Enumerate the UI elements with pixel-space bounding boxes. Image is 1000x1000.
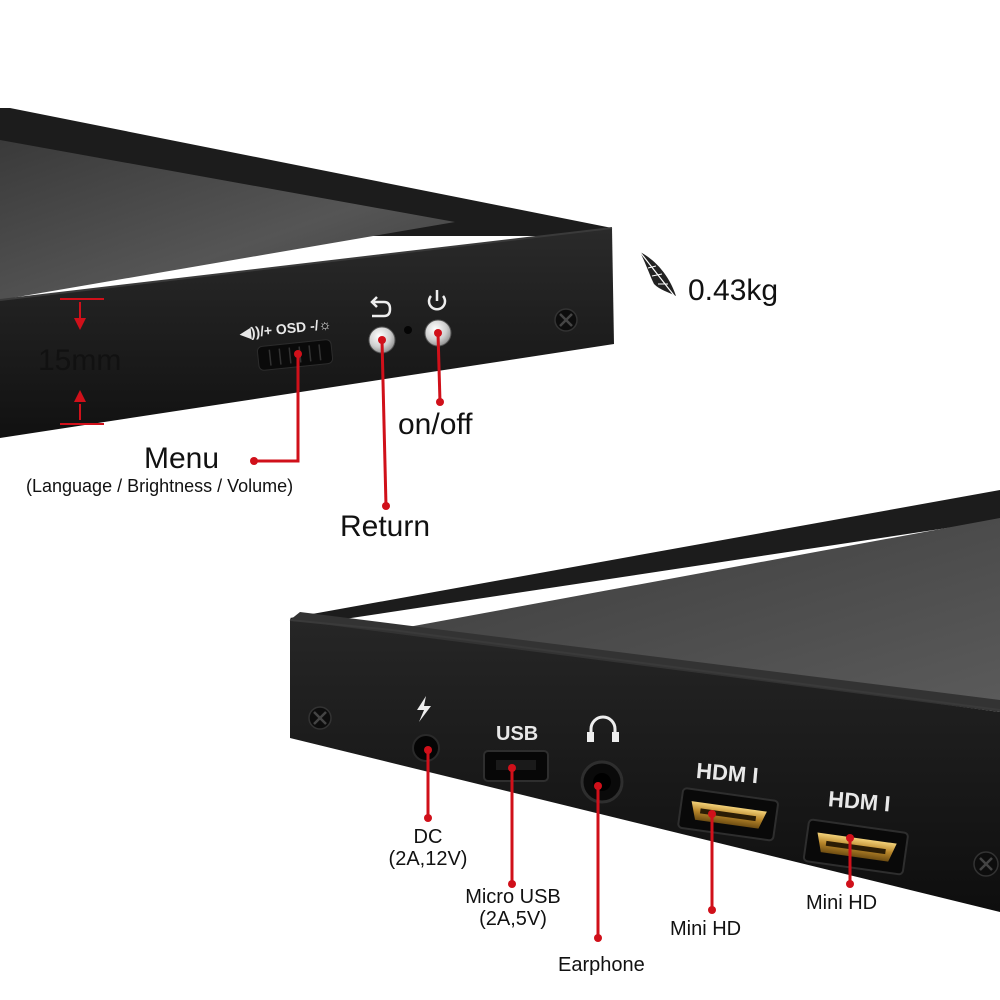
dc-spec-label: (2A,12V) [388,848,468,870]
mini-hd-label-1: Mini HD [670,918,742,940]
micro-usb-spec-label: (2A,5V) [479,908,547,930]
hdmi-port-1[interactable] [677,787,779,842]
screw-icon [554,308,578,332]
indicator-led [404,326,412,334]
top-callouts [254,332,442,507]
screw-icon [308,706,332,730]
top-monitor: ◀))/+ OSD -/☼ [0,108,677,510]
menu-sublabel: (Language / Brightness / Volume) [26,476,294,496]
onoff-label: on/off [398,408,473,441]
feather-icon [639,251,677,299]
hdmi-marking-2: HDM I [827,786,891,816]
usb-marking: USB [496,723,538,745]
bottom-bezel [290,490,1000,626]
top-screen [0,140,455,300]
power-icon [427,290,447,311]
thickness-markers [60,298,104,425]
bottom-callouts [426,750,852,938]
earphone-label: Earphone [558,954,645,976]
top-callout-dots [250,329,444,510]
screw-icon [973,851,999,877]
mini-hd-label-2: Mini HD [806,892,878,914]
lightning-icon [417,696,431,722]
headphone-icon [587,715,619,742]
return-icon [370,296,392,318]
menu-label: Menu [144,442,220,475]
top-side-edge [0,228,614,438]
bottom-callout-dots [424,746,854,942]
bottom-monitor: USB HDM I HDM I [289,490,1000,942]
hdmi-marking-1: HDM I [695,758,759,788]
weight-label: 0.43kg [688,274,779,307]
dc-label: DC [413,826,443,848]
micro-usb-label: Micro USB [465,886,561,908]
return-label: Return [340,510,431,543]
hdmi-port-2[interactable] [802,818,909,876]
thickness-label: 15mm [38,344,122,377]
